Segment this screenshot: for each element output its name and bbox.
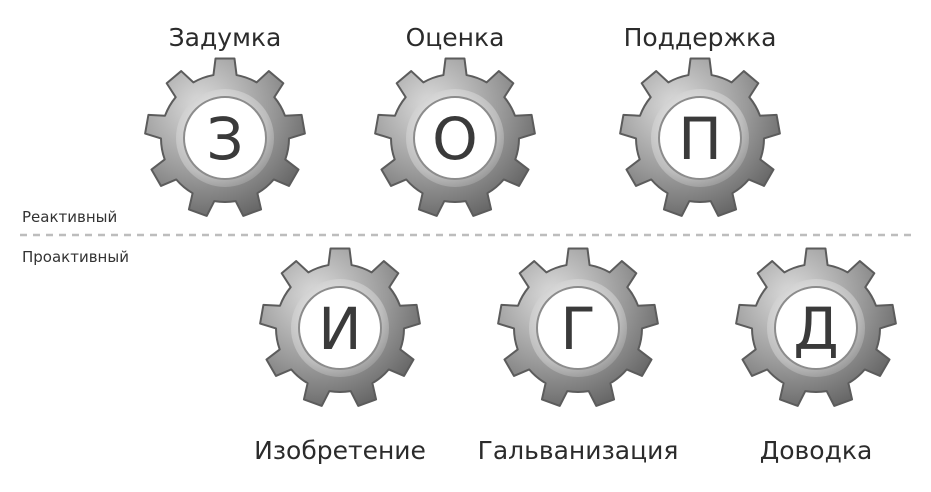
gear-label: Гальванизация (478, 436, 679, 465)
gear-label: Изобретение (254, 436, 426, 465)
gear-letter: И (318, 295, 361, 363)
gear-zadumka: З Задумка (144, 23, 306, 217)
gear-label: Оценка (406, 23, 505, 52)
gear-label: Задумка (169, 23, 282, 52)
gear-hole (298, 286, 382, 370)
gear-izobretenie: И Изобретение (254, 247, 426, 465)
gear-letter: З (206, 105, 243, 173)
gear-letter: Г (560, 295, 595, 363)
gear-hole (413, 96, 497, 180)
gear-hole (536, 286, 620, 370)
gear-letter: П (678, 105, 722, 173)
reactive-zone-label: Реактивный (22, 208, 117, 226)
gear-letter: О (432, 105, 478, 173)
gear-letter: Д (793, 295, 838, 363)
gear-dovodka: Д Доводка (735, 247, 897, 465)
gear-label: Доводка (760, 436, 873, 465)
gear-hole (774, 286, 858, 370)
gear-podderzhka: П Поддержка (619, 23, 781, 217)
proactive-zone-label: Проактивный (22, 248, 129, 266)
gear-label: Поддержка (624, 23, 777, 52)
gear-hole (658, 96, 742, 180)
gear-hole (183, 96, 267, 180)
gear-otsenka: О Оценка (374, 23, 536, 217)
gear-galvanizatsiya: Г Гальванизация (478, 247, 679, 465)
